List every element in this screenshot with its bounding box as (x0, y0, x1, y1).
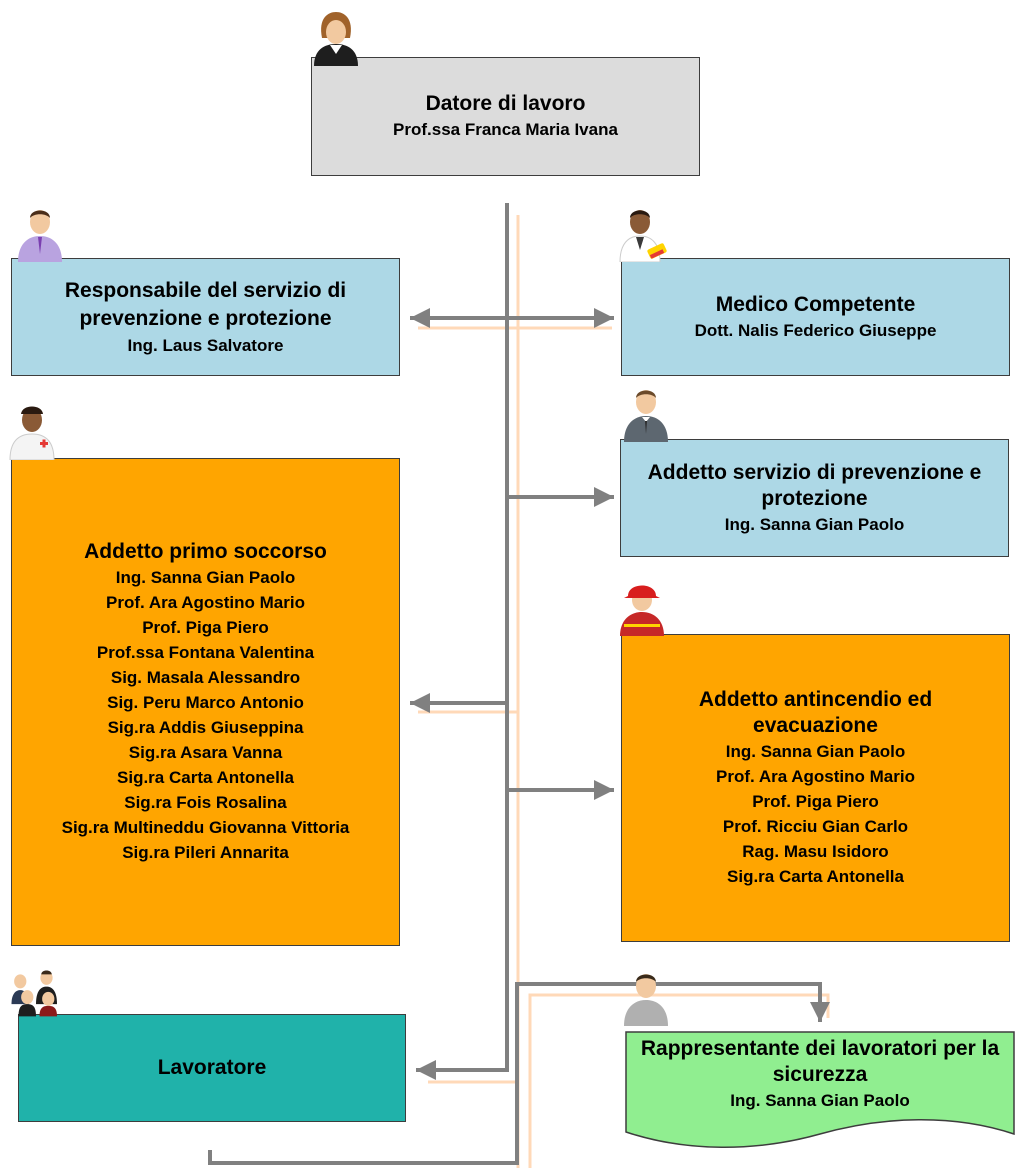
connector-lines (208, 203, 830, 1165)
node-person: Prof. Piga Piero (142, 618, 269, 637)
node-person: Dott. Nalis Federico Giuseppe (694, 320, 937, 340)
node-person: Sig.ra Asara Vanna (128, 743, 283, 762)
manager-avatar-icon (624, 390, 668, 442)
node-person: Ing. Laus Salvatore (127, 335, 284, 355)
nurse-avatar-icon (9, 406, 55, 460)
node-aspp: Addetto servizio di prevenzione e protez… (620, 439, 1009, 557)
node-title: Addetto servizio di prevenzione e protez… (647, 460, 982, 510)
node-title: Rappresentante dei lavoratori per la sic… (640, 1037, 1000, 1086)
node-title: Medico Competente (715, 292, 916, 316)
node-person: Sig. Masala Alessandro (110, 668, 301, 687)
node-person: Sig.ra Fois Rosalina (124, 793, 287, 812)
node-title: Responsabile del servizio di prevenzione… (64, 278, 347, 330)
node-person: Ing. Sanna Gian Paolo (725, 742, 906, 761)
line-to-rls (208, 982, 830, 1165)
node-person: Sig.ra Pileri Annarita (122, 843, 289, 862)
woman-avatar-icon (314, 12, 358, 66)
node-datore-di-lavoro: Datore di lavoro Prof.ssa Franca Maria I… (311, 57, 700, 176)
node-person: Sig.ra Multineddu Giovanna Vittoria (61, 818, 350, 837)
node-title: Lavoratore (157, 1056, 267, 1079)
node-antincendio: Addetto antincendio ed evacuazione Ing. … (621, 634, 1010, 942)
group-avatar-icon (11, 970, 57, 1017)
node-rspp: Responsabile del servizio di prevenzione… (11, 258, 400, 376)
node-lavoratore: Lavoratore (18, 1014, 406, 1122)
node-rls-shape (625, 1031, 1015, 1148)
businessman-avatar-icon (18, 210, 62, 262)
node-person: Sig.ra Carta Antonella (117, 768, 294, 787)
node-medico-competente: Medico Competente Dott. Nalis Federico G… (621, 258, 1010, 376)
firefighter-avatar-icon (620, 585, 664, 636)
node-person: Sig. Peru Marco Antonio (107, 693, 304, 712)
node-person: Ing. Sanna Gian Paolo (115, 568, 296, 587)
node-title: Addetto antincendio ed evacuazione (698, 688, 933, 737)
doctor-avatar-icon (619, 210, 667, 262)
node-person: Prof. Ara Agostino Mario (106, 593, 305, 612)
node-person: Prof. Ricciu Gian Carlo (722, 817, 909, 836)
node-person: Prof. Piga Piero (752, 792, 879, 811)
person-avatar-icon (624, 974, 668, 1026)
node-title: Datore di lavoro (425, 92, 586, 115)
node-primo-soccorso: Addetto primo soccorso Ing. Sanna Gian P… (11, 458, 400, 946)
node-title: Addetto primo soccorso (84, 540, 327, 563)
node-rls: Rappresentante dei lavoratori per la sic… (624, 1032, 1016, 1124)
node-person: Ing. Sanna Gian Paolo (724, 514, 905, 534)
node-person: Sig.ra Carta Antonella (727, 867, 904, 886)
node-person: Prof. Ara Agostino Mario (716, 767, 915, 786)
node-person: Rag. Masu Isidoro (742, 842, 889, 861)
node-person: Sig.ra Addis Giuseppina (107, 718, 304, 737)
node-person: Prof.ssa Fontana Valentina (96, 643, 315, 662)
node-person: Ing. Sanna Gian Paolo (730, 1091, 910, 1110)
node-person: Prof.ssa Franca Maria Ivana (393, 120, 618, 139)
